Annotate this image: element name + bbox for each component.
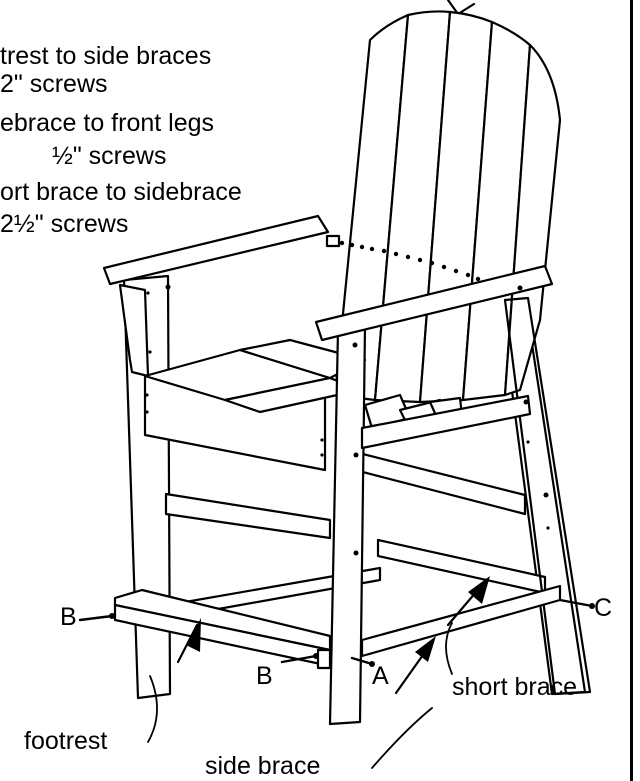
leader-short-brace — [445, 622, 453, 675]
footrest-end — [316, 648, 332, 670]
far-arm-support — [118, 283, 150, 378]
callout-b-front: B — [256, 662, 273, 690]
near-side-brace — [360, 584, 562, 658]
arrow-side-brace — [394, 636, 436, 695]
instruction-line-3: ebrace to front legs — [0, 109, 215, 137]
far-side-brace — [164, 492, 332, 540]
screw-c — [558, 598, 595, 609]
label-footrest: footrest — [24, 727, 108, 755]
back-support-stub — [325, 234, 341, 248]
leader-footrest — [147, 675, 158, 743]
screw-b-left — [78, 613, 115, 622]
screw-b-front — [280, 653, 319, 664]
instruction-line-6: 2½" screws — [0, 210, 129, 238]
callout-a: A — [372, 662, 389, 690]
near-rear-leg — [503, 296, 592, 696]
callout-b-left: B — [60, 603, 77, 631]
label-side-brace: side brace — [205, 752, 321, 780]
short-brace-bar — [376, 538, 547, 595]
callout-c: C — [594, 594, 613, 622]
far-leg-screw-2 — [148, 350, 152, 354]
near-upper-rail — [360, 394, 532, 450]
back-slat-5 — [503, 43, 562, 397]
arrow-footrest — [176, 618, 201, 664]
far-upper-rail — [353, 450, 527, 516]
instruction-line-2: 2" screws — [0, 70, 108, 98]
backrest-screw-dots — [339, 240, 481, 282]
seat-rail-screws — [145, 393, 324, 457]
far-armrest — [102, 214, 330, 286]
far-leg-screw-1 — [146, 291, 150, 295]
arrow-short-brace — [446, 576, 490, 627]
footrest-bar — [113, 588, 332, 652]
instruction-line-5: ort brace to sidebrace — [0, 178, 242, 206]
instruction-line-4: ½" screws — [52, 142, 167, 170]
near-leg-screws — [352, 285, 550, 556]
label-short-brace: short brace — [452, 673, 578, 701]
near-armrest — [314, 264, 554, 342]
instruction-line-1: trest to side braces — [0, 42, 212, 70]
panel-border-right — [630, 0, 633, 781]
screw-a — [350, 656, 375, 667]
far-arm-screw — [165, 284, 171, 290]
leader-side-brace — [371, 707, 433, 769]
